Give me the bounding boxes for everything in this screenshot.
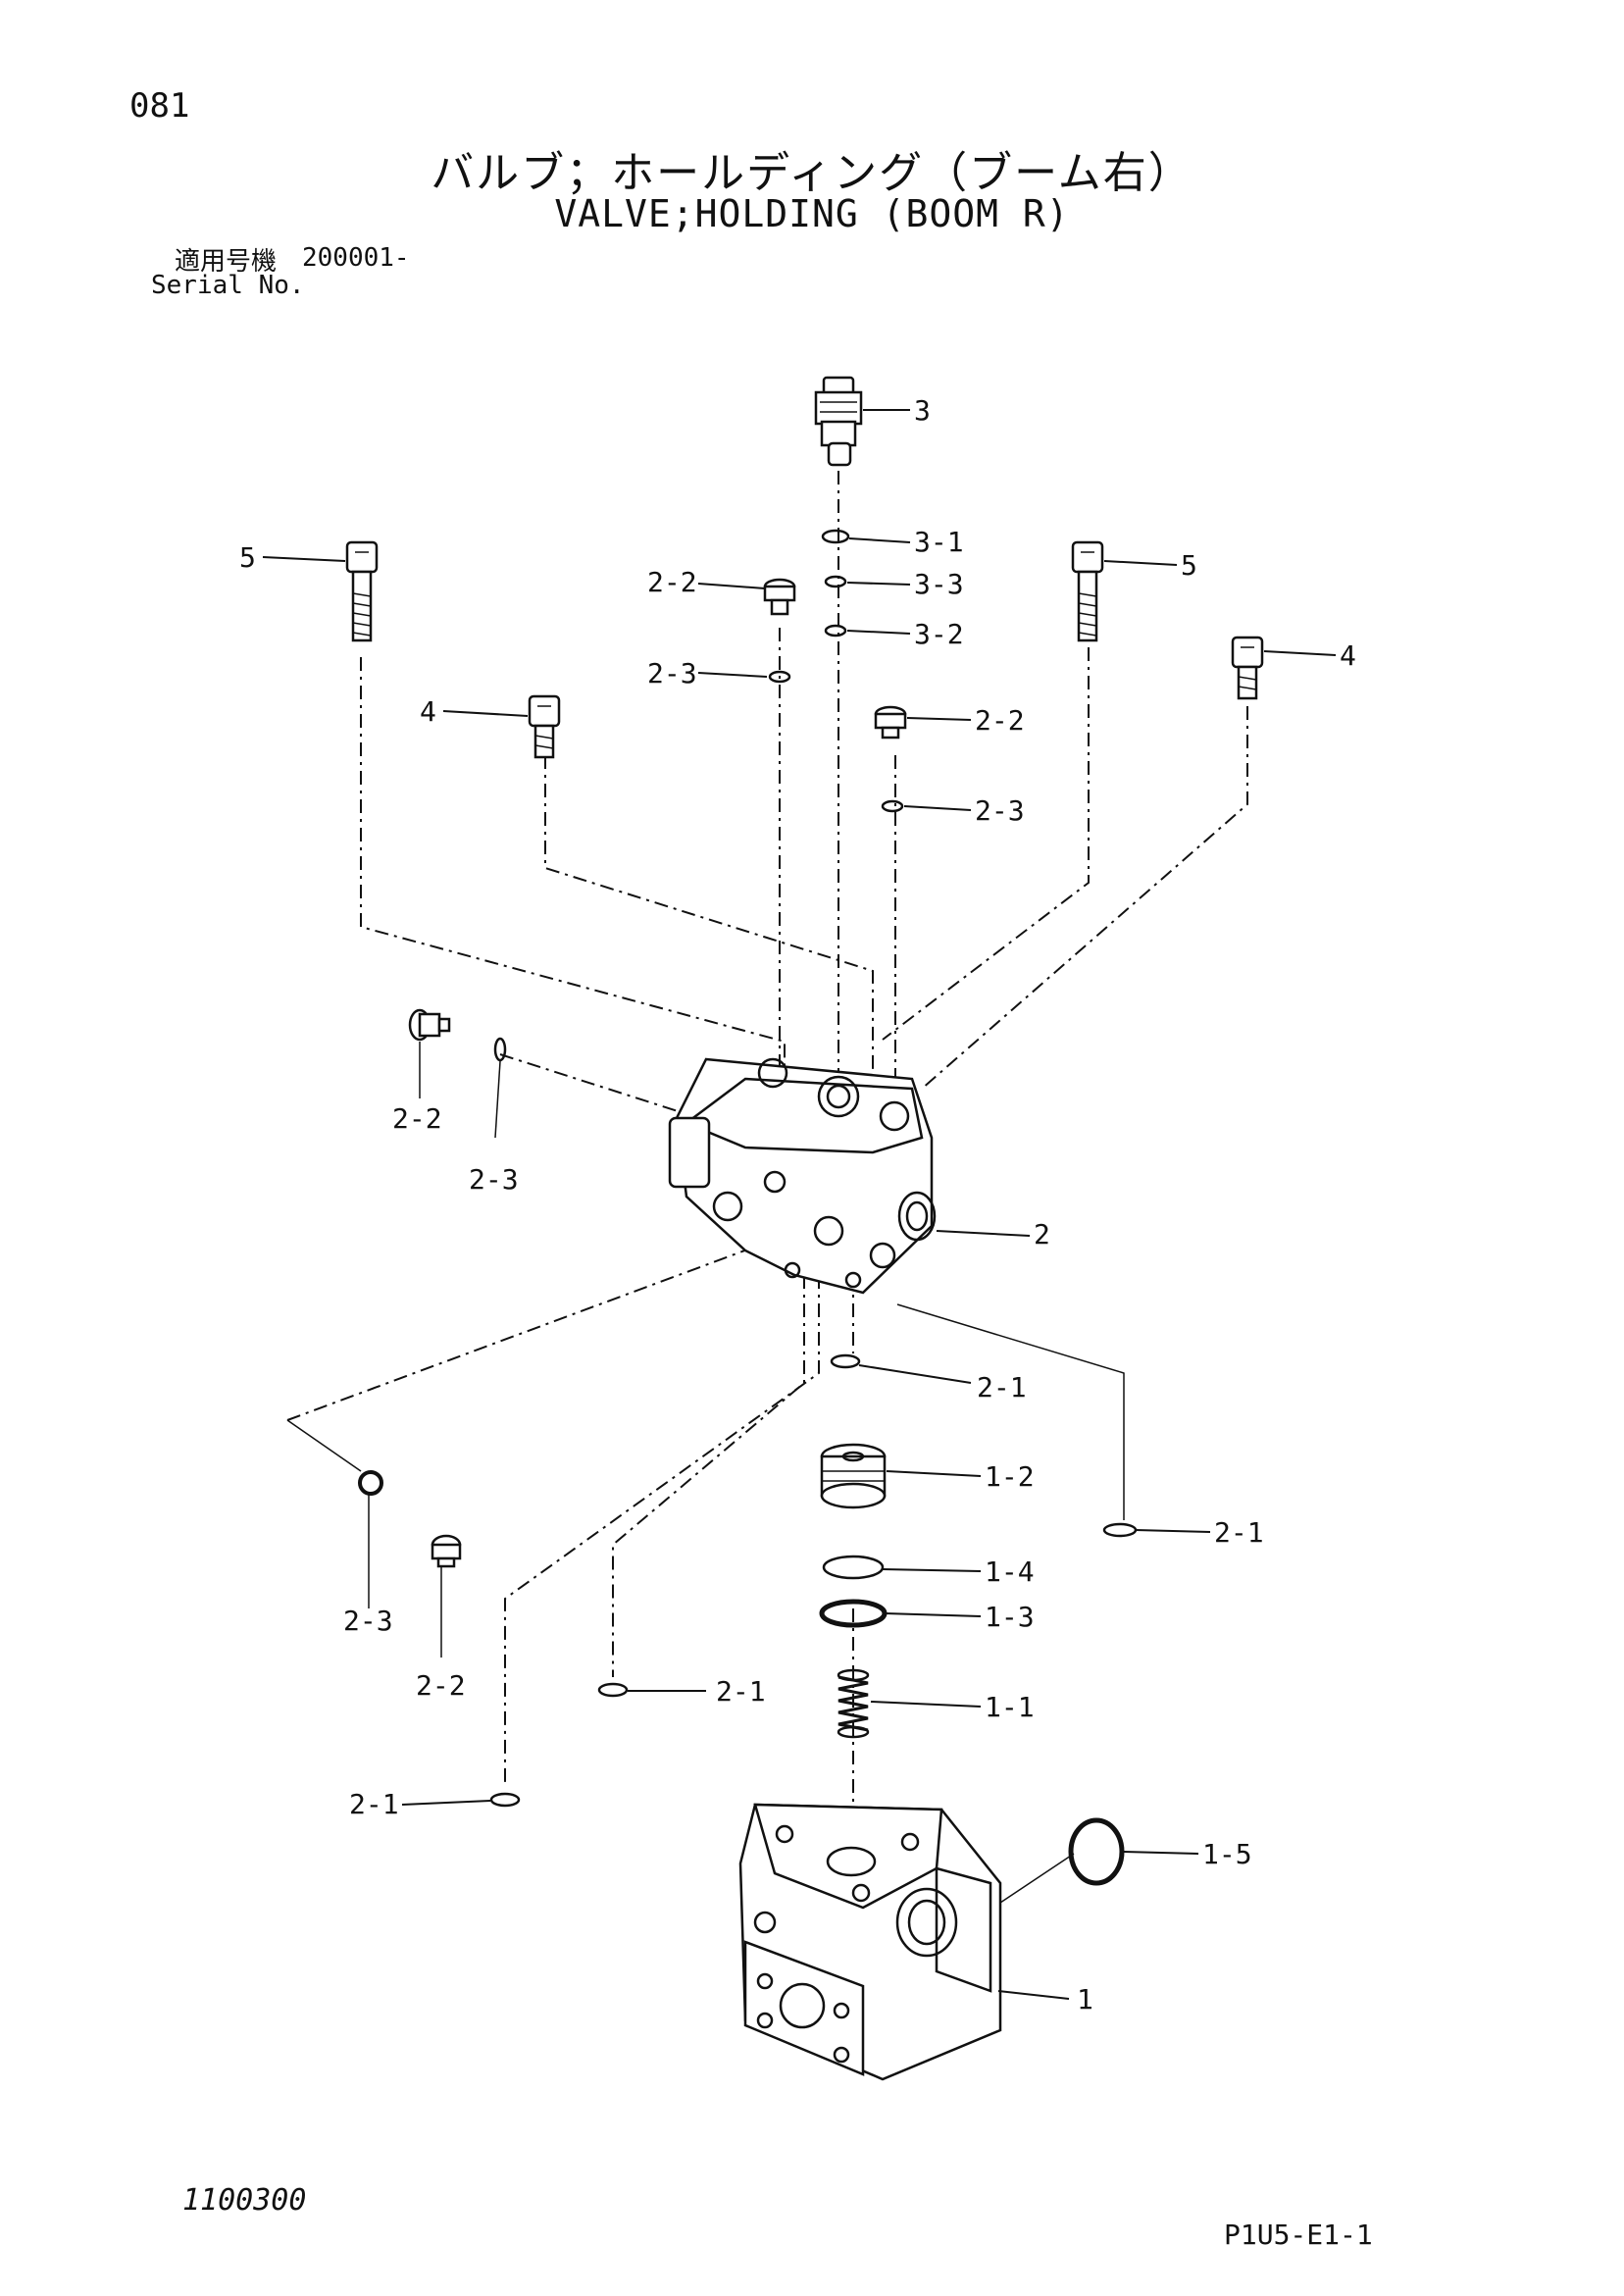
leader-3-2 <box>846 630 911 635</box>
callout-1-5: 1-5 <box>1202 1838 1252 1870</box>
part-2-1-o-ring-b <box>1102 1522 1138 1538</box>
callout-3-1: 3-1 <box>914 526 964 558</box>
leader-4-right <box>1263 650 1337 656</box>
part-1-2-piston <box>820 1443 887 1509</box>
part-2-2-plug-mid <box>874 705 907 740</box>
leader-1-1 <box>870 1701 982 1708</box>
part-2-2-plug-side <box>408 1008 451 1042</box>
part-2-1-o-ring-d <box>489 1792 521 1808</box>
leader-3-1 <box>848 537 911 543</box>
callout-3-3: 3-3 <box>914 568 964 600</box>
callout-2-2-top: 2-2 <box>647 566 697 598</box>
serial-label-english: Serial No. <box>151 271 305 300</box>
title-english: VALVE;HOLDING (BOOM R) <box>554 192 1070 235</box>
leader-2-2-mid <box>906 717 972 721</box>
callout-2-3-mid: 2-3 <box>975 794 1025 827</box>
callout-1-2: 1-2 <box>985 1460 1035 1493</box>
part-2-valve-body <box>668 1057 937 1295</box>
leader-3-3 <box>846 582 911 586</box>
title-japanese: バルブ；ホールディング（ブーム右） <box>431 148 1193 198</box>
part-2-2-plug-low <box>431 1534 462 1568</box>
callout-2-3-side: 2-3 <box>469 1163 519 1196</box>
leader-2-1-a <box>858 1364 972 1384</box>
leader-2-1-b <box>1135 1529 1211 1533</box>
part-5-bolt-left <box>345 540 379 642</box>
part-4-bolt-right <box>1231 636 1264 700</box>
leader-1-5 <box>1123 1851 1199 1855</box>
serial-label-japanese: 適用号機 <box>175 247 278 277</box>
callout-1-3: 1-3 <box>985 1601 1035 1633</box>
leader-2-2-top <box>697 583 766 589</box>
leader-2 <box>936 1230 1031 1237</box>
callout-2-2-side: 2-2 <box>392 1102 442 1135</box>
callout-5-right: 5 <box>1181 549 1197 582</box>
callout-1-1: 1-1 <box>985 1691 1035 1723</box>
part-4-bolt-left <box>528 694 561 759</box>
document-code: 1100300 <box>182 2183 307 2218</box>
serial-value: 200001- <box>302 243 410 273</box>
callout-2-1-c: 2-1 <box>716 1675 766 1708</box>
callout-2-1-d: 2-1 <box>349 1788 399 1820</box>
part-3-3-o-ring <box>824 575 847 588</box>
callout-3: 3 <box>914 394 931 427</box>
part-3-1-o-ring <box>821 529 850 544</box>
callout-1: 1 <box>1077 1983 1093 2015</box>
part-3-2-o-ring <box>824 624 847 638</box>
part-2-1-o-ring-c <box>597 1682 629 1698</box>
leader-5-left <box>262 556 346 562</box>
callout-2: 2 <box>1034 1218 1050 1250</box>
leader-1-3 <box>884 1612 982 1617</box>
leader-1 <box>997 1990 1070 2000</box>
callout-3-2: 3-2 <box>914 618 964 650</box>
callout-2-3-top: 2-3 <box>647 657 697 689</box>
part-2-3-o-ring-low <box>358 1470 383 1496</box>
callout-4-left: 4 <box>420 695 436 728</box>
leader-2-1-d <box>401 1800 491 1806</box>
callout-4-right: 4 <box>1340 639 1356 672</box>
callout-5-left: 5 <box>239 541 256 574</box>
drawing-code: P1U5-E1-1 <box>1224 2219 1373 2251</box>
callout-2-1-b: 2-1 <box>1214 1516 1264 1549</box>
part-2-3-o-ring-side <box>493 1037 507 1062</box>
callout-2-3-low: 2-3 <box>343 1605 393 1637</box>
part-5-bolt-right <box>1071 540 1104 642</box>
part-1-1-spring <box>837 1668 870 1739</box>
part-2-3-o-ring-mid <box>881 799 904 813</box>
leader-1-2 <box>886 1470 982 1477</box>
part-3-valve-cartridge <box>814 376 863 467</box>
callout-1-4: 1-4 <box>985 1556 1035 1588</box>
part-1-housing <box>738 1803 1002 2081</box>
leader-2-3-side <box>494 1060 501 1139</box>
callout-2-2-mid: 2-2 <box>975 704 1025 737</box>
leader-4-left <box>442 710 529 717</box>
part-1-4-backup-ring <box>822 1555 885 1580</box>
leader-1-4 <box>882 1568 982 1572</box>
part-2-3-o-ring-top <box>768 670 791 684</box>
part-2-2-plug-top <box>763 578 796 616</box>
page-number: 081 <box>129 86 190 126</box>
leader-2-3-top <box>697 672 768 678</box>
part-2-1-o-ring-a <box>830 1353 861 1369</box>
leader-5-right <box>1103 560 1178 566</box>
part-1-5-o-ring <box>1068 1817 1125 1886</box>
callout-2-2-low: 2-2 <box>416 1669 466 1702</box>
callout-2-1-a: 2-1 <box>977 1371 1027 1403</box>
leader-2-3-mid <box>903 805 972 811</box>
